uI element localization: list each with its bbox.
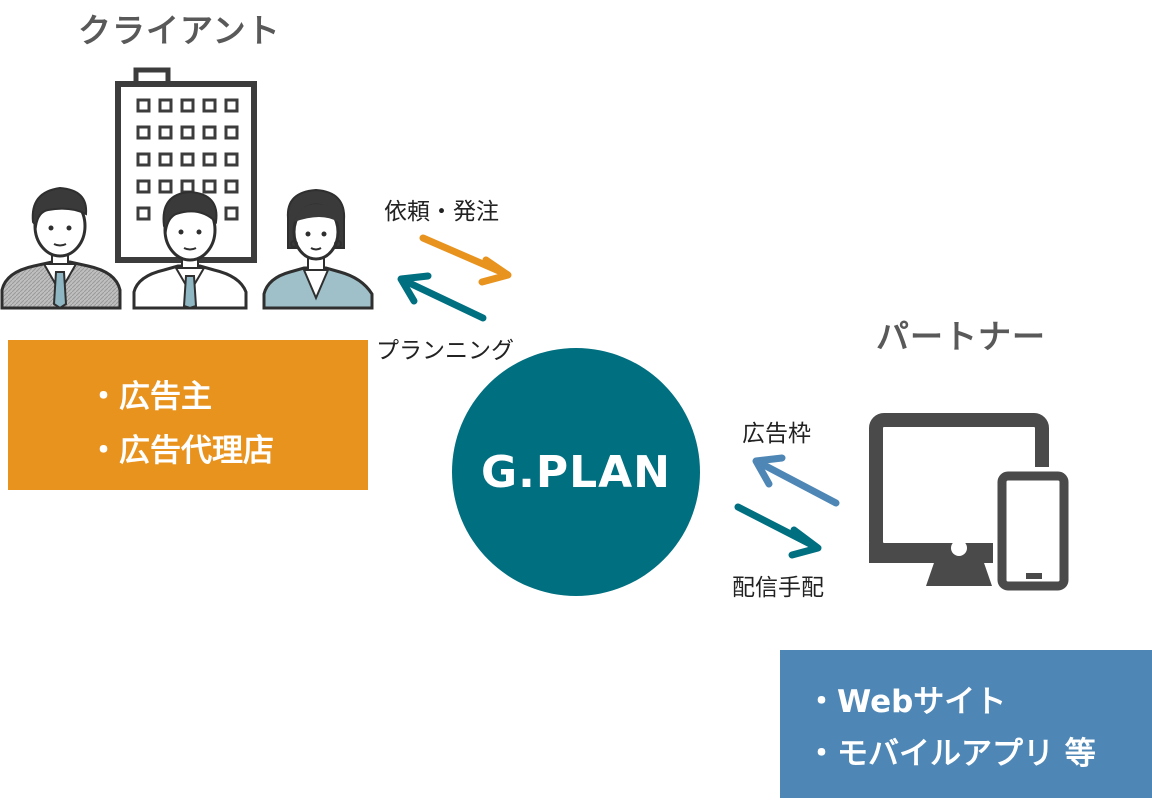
partner-heading: パートナー [876, 317, 1046, 356]
client-item-agency: 広告代理店 [88, 424, 368, 478]
client-box: 広告主 広告代理店 [8, 340, 368, 490]
partner-box: Webサイト モバイルアプリ 等 [780, 650, 1152, 798]
delivery-arrow [734, 503, 822, 559]
person-right-icon [262, 188, 374, 310]
partner-item-mobile-app: モバイルアプリ 等 [806, 728, 1152, 780]
business-people-icon [0, 186, 374, 310]
person-left-icon [0, 186, 122, 310]
ad-slot-label: 広告枠 [742, 421, 811, 447]
client-heading: クライアント [78, 11, 281, 50]
request-arrow [419, 234, 512, 286]
gplan-circle: G.PLAN [452, 348, 700, 596]
monitor-smartphone-icon [869, 413, 1073, 595]
gplan-label: G.PLAN [481, 446, 671, 498]
client-list: 広告主 広告代理店 [88, 370, 368, 478]
client-item-advertiser: 広告主 [88, 370, 368, 424]
ad-slot-arrow [752, 454, 840, 507]
request-label: 依頼・発注 [384, 199, 499, 225]
person-center-icon [132, 190, 248, 310]
partner-item-website: Webサイト [806, 676, 1152, 728]
partner-list: Webサイト モバイルアプリ 等 [806, 676, 1152, 780]
delivery-label: 配信手配 [732, 575, 824, 601]
planning-arrow [397, 272, 487, 322]
planning-label: プランニング [376, 338, 514, 364]
